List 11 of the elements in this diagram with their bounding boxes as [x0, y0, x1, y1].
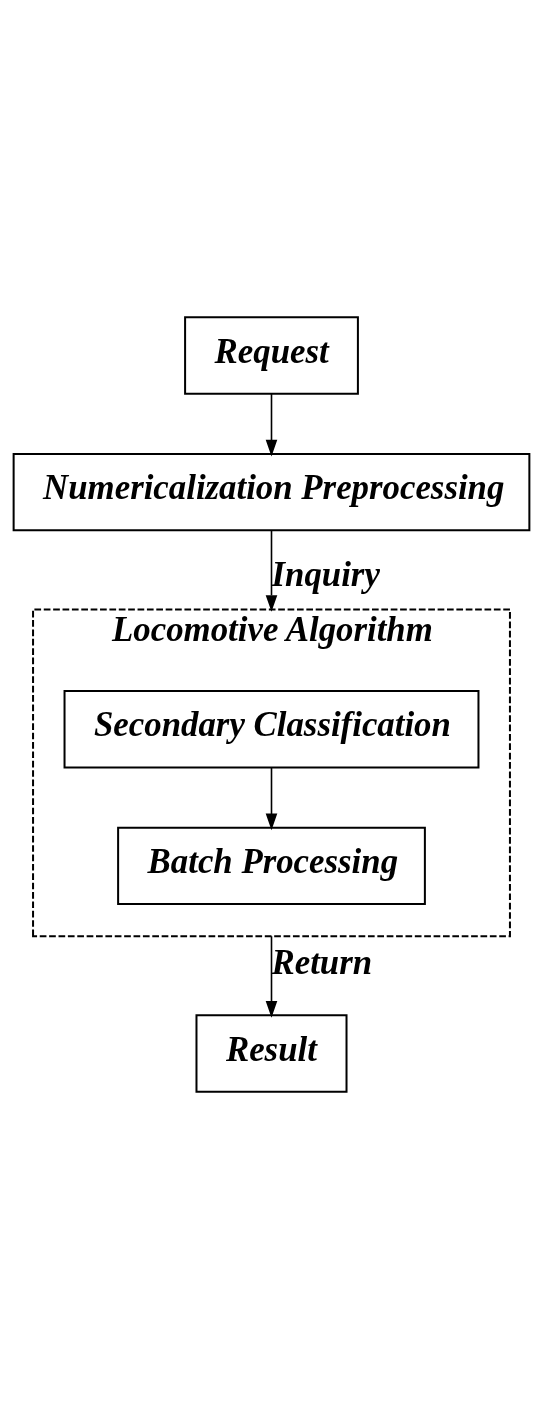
- arrow: [265, 393, 278, 457]
- arrow: [265, 766, 278, 831]
- node-box: Request: [184, 316, 359, 395]
- arrow: [265, 935, 278, 1018]
- node-box: Secondary Classification: [63, 690, 480, 769]
- node-box: Result: [195, 1014, 348, 1093]
- edge-label: Inquiry: [271, 555, 380, 595]
- node-box: Batch Processing: [117, 826, 426, 906]
- node-box: Numericalization Preprocessing: [12, 453, 531, 532]
- edge-label: Return: [271, 942, 373, 982]
- arrow: [265, 529, 278, 612]
